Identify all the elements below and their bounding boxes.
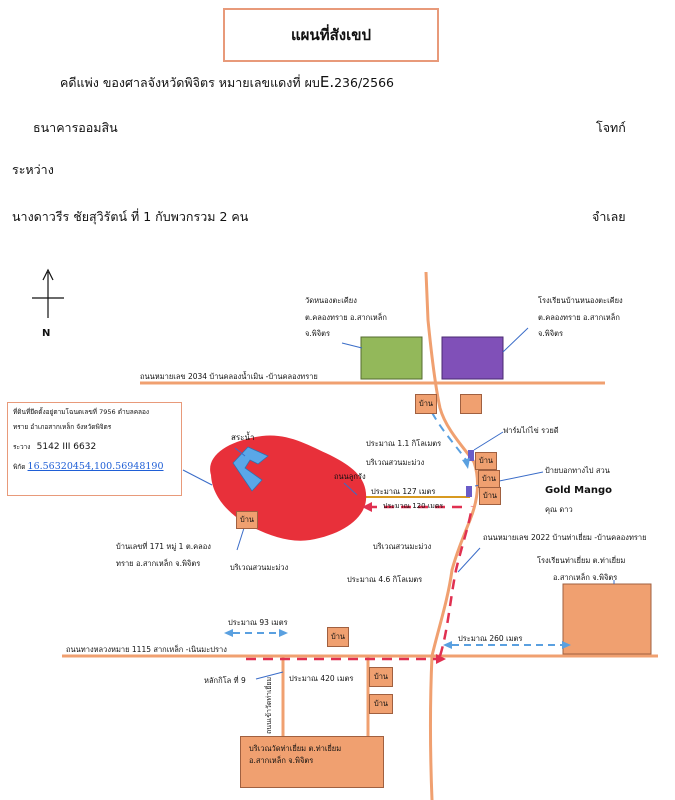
dist-1-1-label: ประมาณ 1.1 กิโลเมตร [366,439,442,448]
route-red [246,502,474,664]
road-1115-label: ถนนทางหลวงหมาย 1115 สากเหล็ก -เนินมะปราง [66,645,227,654]
temple-top-label: วัดหนองตะเคียง ต.คลองทราย อ.สากเหล็ก จ.พ… [305,295,387,340]
grid-value: 5142 III 6632 [36,442,97,453]
sign-label: ป้ายบอกทางไป สวน [545,466,610,475]
case-number: 236/2566 [334,75,394,90]
house-icon: บ้าน [327,627,349,647]
coord-link[interactable]: 16.56320454,100.56948190 [27,461,164,473]
house-icon: บ้าน [475,452,497,470]
pond-icon [232,446,269,492]
school-ty-line2: อ.สากเหล็ก จ.พิจิตร [553,572,618,582]
school-ty-label: โรงเรียนท่าเยี่ยม ต.ท่าเยี่ยม อ.สากเหล็ก… [537,555,625,583]
house-171-line2: ทราย อ.สากเหล็ก จ.พิจิตร [116,558,201,568]
case-line: คดีแพ่ง ของศาลจังหวัดพิจิตร หมายเลขแดงที… [60,73,394,93]
mango3-label: บริเวณสวนมะม่วง [230,563,289,572]
road-2022-label: ถนนหมายเลข 2022 บ้านท่าเยี่ยม -บ้านคลองท… [483,533,647,542]
dist-4-6-label: ประมาณ 4.6 กิโลเมตร [347,575,423,584]
house-171-label: บ้านเลขที่ 171 หมู่ 1 ต.คลอง ทราย อ.สากเ… [116,541,211,569]
plaintiff-name: ธนาคารออมสิน [33,120,118,135]
mango2-label: บริเวณสวนมะม่วง [373,542,432,551]
dist-420-label: ประมาณ 420 เมตร [289,674,354,683]
school-top-label: โรงเรียนบ้านหนองตะเคียง ต.คลองทราย อ.สาก… [538,295,623,340]
info-line2: ทราย อำเภอสากเหล็ก จังหวัดพิจิตร [13,423,112,432]
coord-label: พิกัด [13,463,26,472]
house-icon: บ้าน [369,694,393,714]
between-label: ระหว่าง [12,162,54,177]
info-line1: ที่ดินที่ยึดตั้งอยู่ตามโฉนดเลขที่ 7956 ต… [13,408,150,416]
school-ty-line1: โรงเรียนท่าเยี่ยม ต.ท่าเยี่ยม [537,556,626,565]
temple-road-label: ถนนเข้าวัดท่าเยี่ยม [265,676,273,734]
grid-label: ระวาง [13,443,31,452]
chicken-farm-label: ฟาร์มไก่ไข่ รวยดี [503,426,559,435]
mango1-label: บริเวณสวนมะม่วง [366,458,425,467]
pond-label: สระน้ำ [231,433,255,442]
map-title-box: แผนที่สังเขป [223,8,439,62]
temple-ty-line2: อ.สากเหล็ก จ.พิจิตร [249,756,314,765]
north-label: N [42,328,51,339]
km9-label: หลักกิโล ที่ 9 [204,676,246,685]
defendant-name: นางดาวรีร ชัยสุวิรัตน์ ที่ 1 กับพวกรวม 2… [12,209,249,224]
land-parcel [210,435,367,541]
house-icon: บ้าน [478,470,500,488]
dirt-road-label: ถนนลูกรัง [334,472,366,481]
temple-top-line2: ต.คลองทราย อ.สากเหล็ก [305,312,387,322]
school-building [441,336,504,380]
info-grid: ระวาง 5142 III 6632 [13,441,176,455]
road-2034-label: ถนนหมายเลข 2034 บ้านคลองน้ำเมิน -บ้านคลอ… [140,372,318,381]
defendant-role: จำเลย [592,209,626,224]
house-icon: บ้าน [236,511,258,529]
road-2022-line [424,271,479,800]
temple-top-line1: วัดหนองตะเคียง [305,296,357,305]
house-icon [460,394,482,414]
owner-label: คุณ ดาว [545,505,573,514]
case-text: คดีแพ่ง ของศาลจังหวัดพิจิตร หมายเลขแดงที… [60,75,320,90]
dist-93-label: ประมาณ 93 เมตร [228,618,288,627]
compass-icon [32,268,64,318]
house-icon: บ้าน [479,487,501,505]
school-ty-building [562,583,652,655]
land-info-box: ที่ดินที่ยึดตั้งอยู่ตามโฉนดเลขที่ 7956 ต… [7,402,182,496]
plaintiff-role: โจทก์ [596,120,626,135]
school-top-line3: จ.พิจิตร [538,329,564,339]
sign-post-icon [468,450,474,461]
temple-top-line3: จ.พิจิตร [305,329,331,339]
dist-120-label: ประมาณ 120 เมตร [383,502,444,510]
temple-ty-line1: บริเวณวัดท่าเยี่ยม ต.ท่าเยี่ยม [249,744,342,753]
temple-ty-box: บริเวณวัดท่าเยี่ยม ต.ท่าเยี่ยม อ.สากเหล็… [240,736,384,788]
house-171-line1: บ้านเลขที่ 171 หมู่ 1 ต.คลอง [116,542,211,551]
house-icon: บ้าน [415,394,437,414]
sign-post-icon-2 [466,486,472,497]
dist-260-label: ประมาณ 260 เมตร [458,634,523,643]
case-suffix: E. [319,73,335,91]
house-icon: บ้าน [369,667,393,687]
dist-127-label: ประมาณ 127 เมตร [371,487,436,496]
info-coord: พิกัด 16.56320454,100.56948190 [13,460,176,475]
gold-mango-label: Gold Mango [545,485,612,496]
school-top-line1: โรงเรียนบ้านหนองตะเคียง [538,296,623,305]
map-title: แผนที่สังเขป [291,26,371,44]
school-top-line2: ต.คลองทราย อ.สากเหล็ก [538,312,620,322]
temple-building [360,336,423,380]
